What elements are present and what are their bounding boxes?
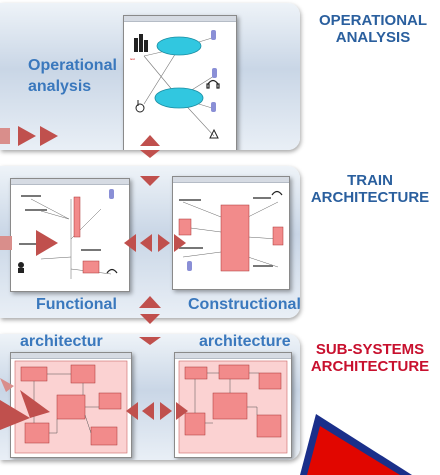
headset-icon (206, 79, 220, 89)
actor-figure-icon (187, 261, 192, 271)
bidirectional-arrow-subsystems (126, 402, 188, 420)
vertical-arrow-operational-train (140, 135, 160, 186)
constructional-caption: Constructional (188, 296, 300, 313)
subsystems-caption-left: architectur (20, 334, 103, 350)
level-label-subsystems: SUB-SYSTEMS ARCHITECTURE (310, 341, 430, 375)
headset-icon (106, 268, 118, 274)
wheelchair-icon (135, 100, 145, 113)
subsystem-diagram-left-screenshot (10, 352, 132, 458)
actor-figure-icon (211, 30, 216, 40)
constructional-diagram-screenshot (172, 176, 290, 290)
use-case-ellipse (154, 87, 204, 109)
headset-icon (271, 190, 283, 196)
subsystems-caption-right: architecture (199, 334, 291, 350)
operational-caption: Operational analysis (28, 57, 117, 95)
actor-figure-icon (211, 102, 216, 112)
bidirectional-arrow-train (124, 234, 186, 252)
person-icon (18, 262, 24, 273)
functional-diagram-screenshot (10, 178, 130, 292)
use-case-ellipse (156, 36, 202, 56)
subsystems-architecture-panel: architectur architecture (0, 334, 300, 460)
operational-diagram-screenshot: text (123, 15, 237, 150)
cleaning-icon (209, 128, 219, 139)
level-label-operational: OPERATIONAL ANALYSIS (318, 12, 428, 46)
corner-decoration (300, 414, 412, 475)
window-title-bar (175, 353, 291, 359)
arrow-into-operational (0, 126, 58, 146)
actor-figure-icon (109, 189, 114, 199)
actor-figure-icon (212, 68, 217, 78)
operational-panel: Operational analysis text (0, 3, 300, 150)
arrow-into-functional (0, 230, 58, 256)
window-title-bar (11, 353, 131, 359)
component-block (220, 204, 250, 272)
operational-diagram: text (130, 30, 220, 139)
window-title-bar (11, 179, 129, 185)
vertical-arrow-train-subsystems (139, 296, 161, 345)
functional-caption: Functional (36, 296, 117, 313)
constructional-diagram (178, 190, 284, 272)
level-label-train: TRAIN ARCHITECTURE (310, 172, 430, 206)
building-icon (134, 34, 148, 52)
functional-diagram (18, 189, 118, 279)
window-title-bar (124, 16, 236, 22)
svg-text:text: text (130, 57, 135, 61)
subsystem-diagram-left (14, 360, 128, 454)
window-title-bar (173, 177, 289, 183)
arrow-into-subsystems (0, 378, 50, 430)
